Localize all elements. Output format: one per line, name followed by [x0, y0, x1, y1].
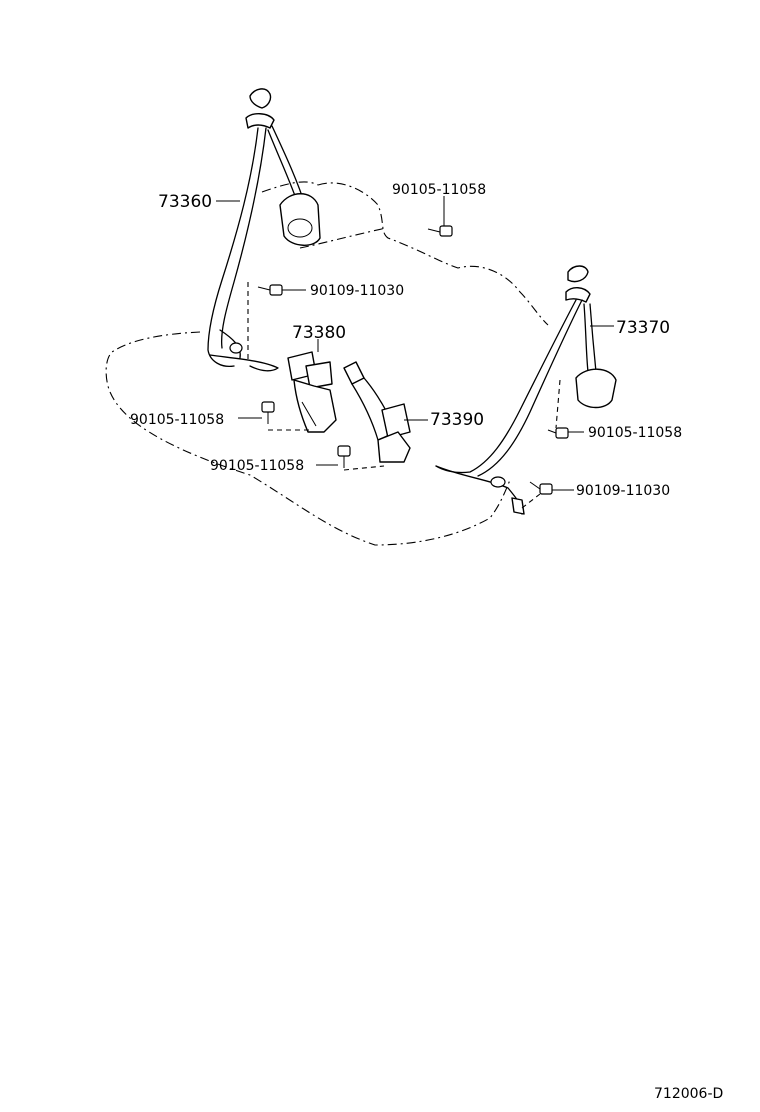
label-bolt-c: 90105-11058 — [130, 412, 224, 428]
bolt-icon-b — [257, 284, 283, 296]
leader-lines — [216, 196, 614, 491]
bolt-icon-c — [261, 401, 275, 424]
label-bolt-b: 90109-11030 — [310, 283, 404, 299]
bolt-icon-f — [529, 481, 553, 495]
label-73390: 73390 — [430, 410, 484, 430]
belt-73370 — [435, 265, 617, 515]
seat-outline — [105, 181, 549, 546]
label-bolt-a: 90105-11058 — [392, 182, 486, 198]
label-bolt-f: 90109-11030 — [576, 483, 670, 499]
bolt-icon-a — [427, 225, 453, 237]
label-73370: 73370 — [616, 318, 670, 338]
label-bolt-d: 90105-11058 — [210, 458, 304, 474]
connector-lines — [247, 282, 561, 509]
bolt-icon-d — [337, 445, 351, 468]
belt-73360 — [207, 88, 321, 372]
buckle-73390 — [343, 361, 411, 463]
label-73360: 73360 — [158, 192, 212, 212]
bolt-icon-e — [547, 427, 569, 439]
buckle-73380 — [287, 351, 337, 433]
figure-code: 712006-D — [654, 1086, 723, 1102]
label-bolt-e: 90105-11058 — [588, 425, 682, 441]
label-73380: 73380 — [292, 323, 346, 343]
